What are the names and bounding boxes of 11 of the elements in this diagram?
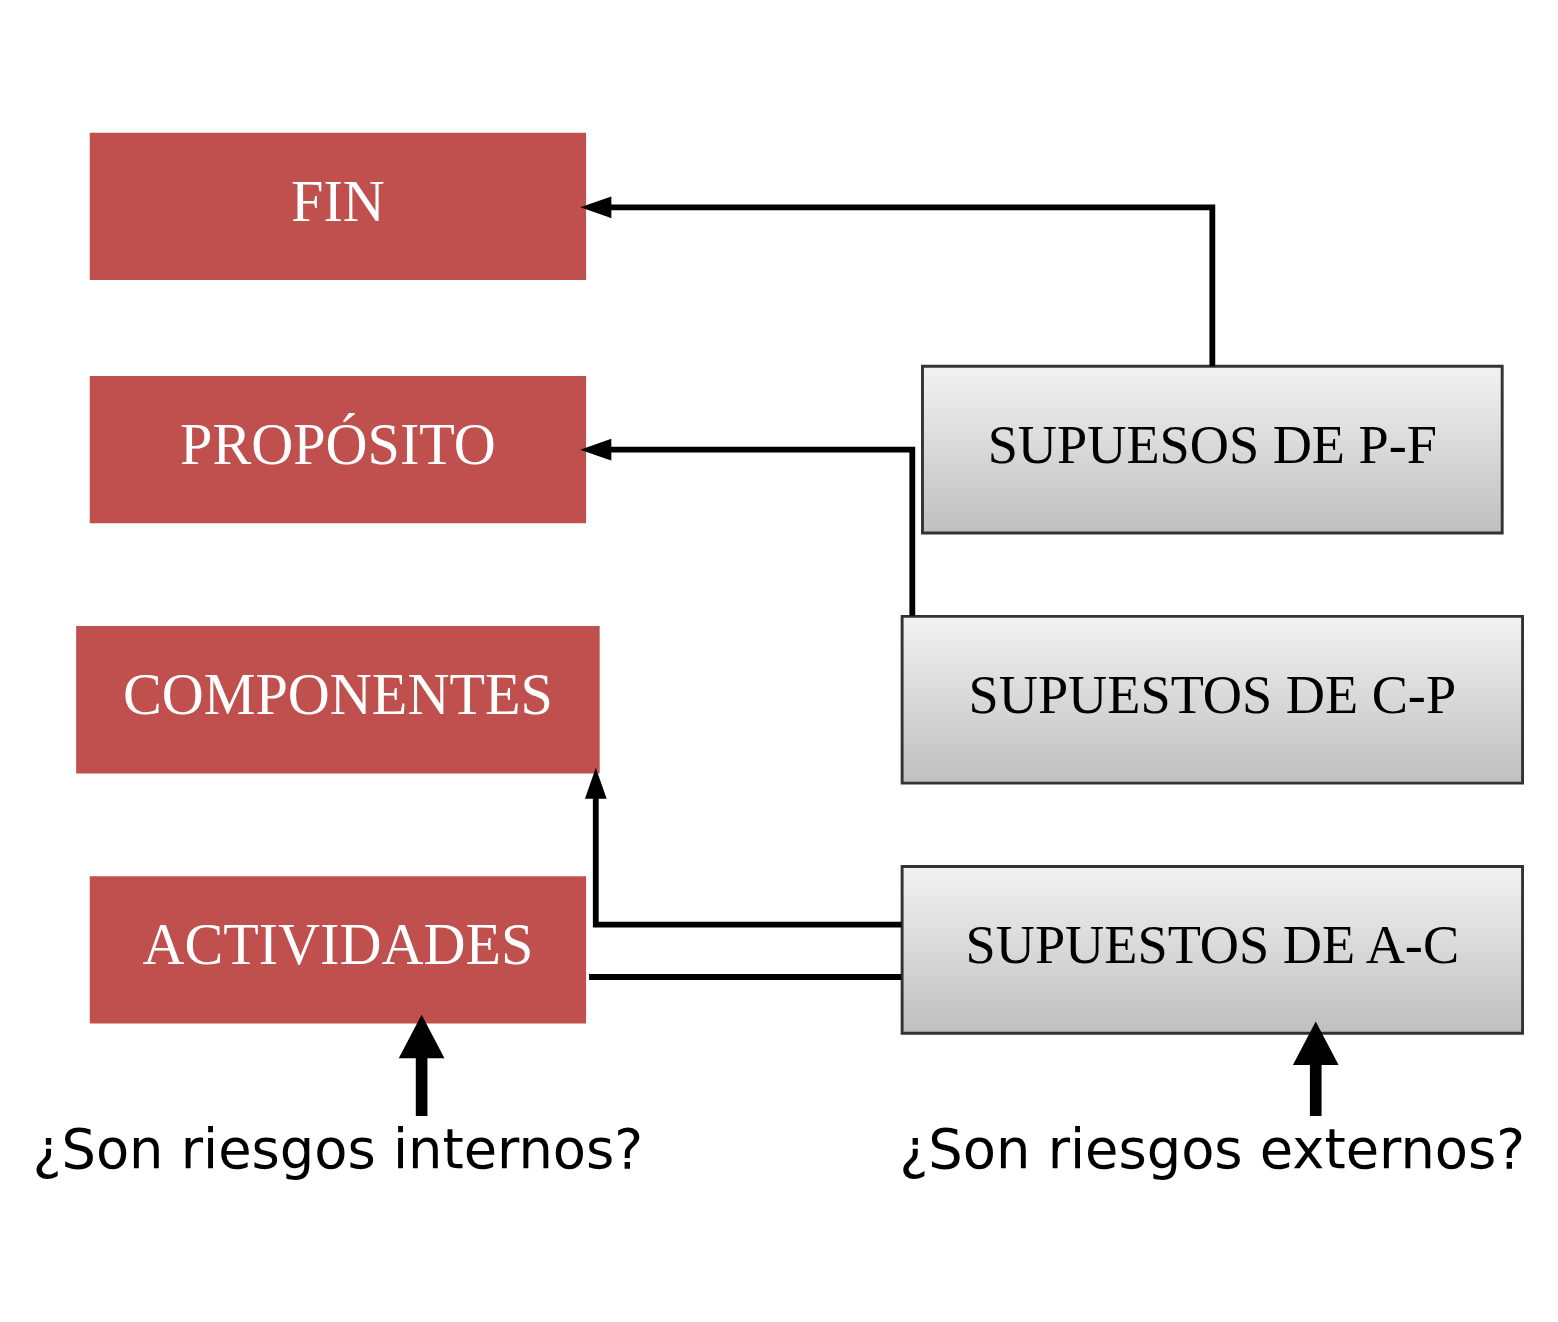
node-text: ¿Son riesgos externos? <box>899 1117 1526 1181</box>
arrow <box>1292 1021 1339 1116</box>
node-box: SUPUESTOS DE A-C <box>900 865 1524 1035</box>
arrow <box>580 438 916 616</box>
arrow <box>580 196 1216 367</box>
node-text: ¿Son riesgos internos? <box>32 1117 644 1181</box>
node-box: SUPUESOS DE P-F <box>921 364 1504 535</box>
arrow <box>584 767 902 928</box>
node-box: SUPUESTOS DE C-P <box>900 614 1524 785</box>
arrow <box>398 1014 445 1116</box>
connector <box>589 974 902 980</box>
